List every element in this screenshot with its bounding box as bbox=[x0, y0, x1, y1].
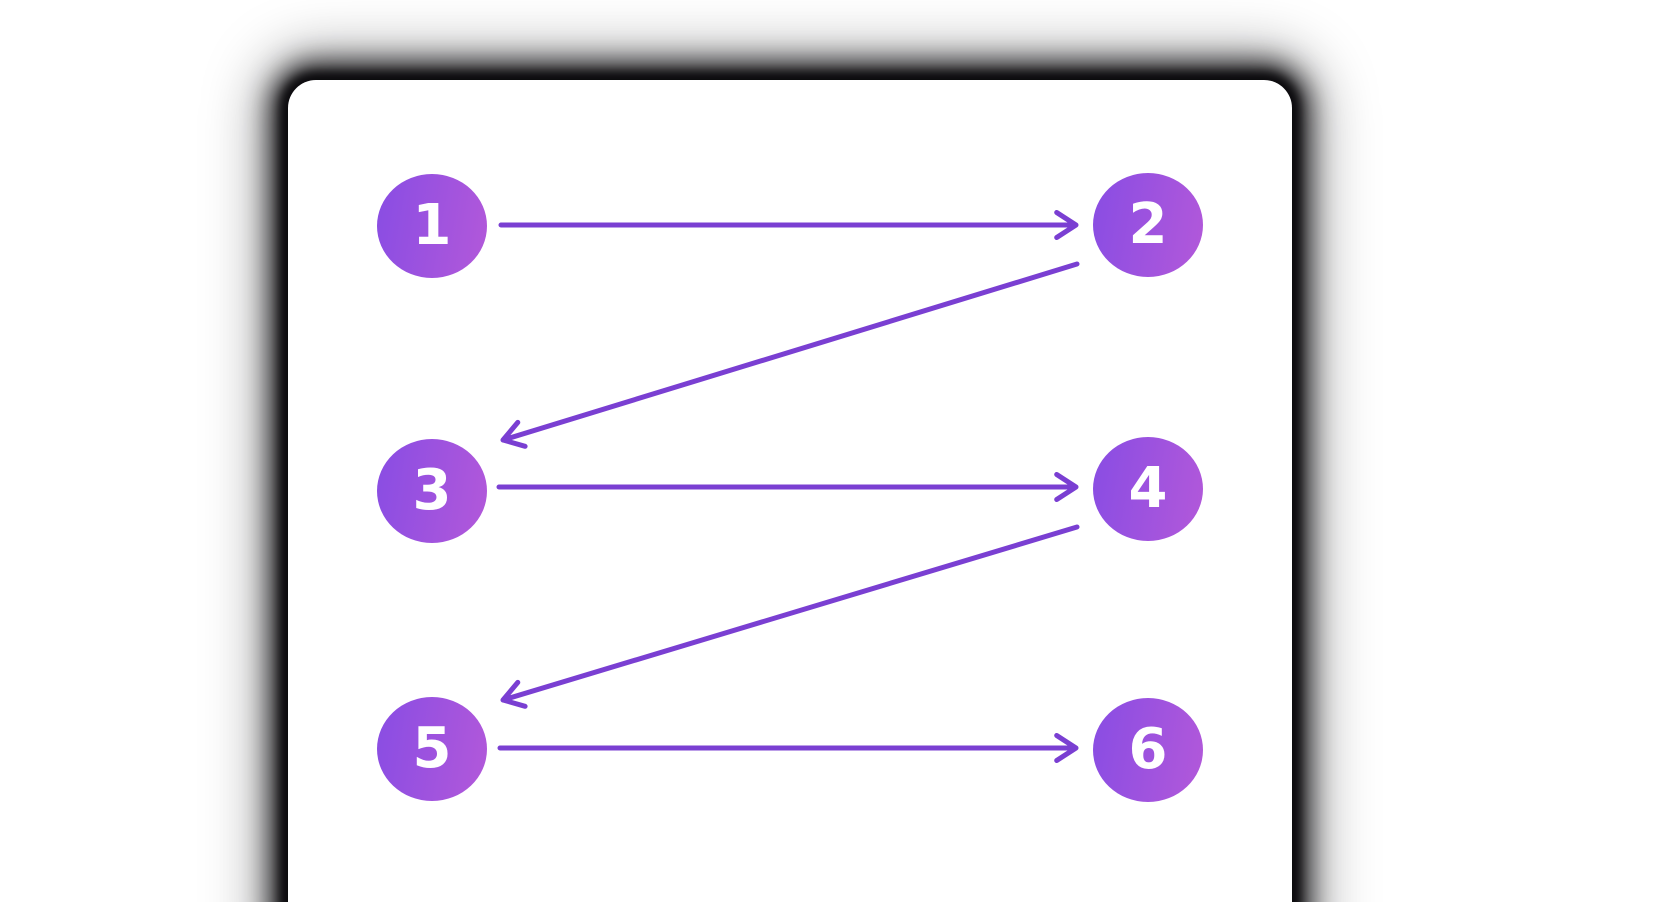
card: 1 2 3 4 5 6 bbox=[288, 80, 1292, 902]
edge-5-6-arrow bbox=[497, 733, 1079, 763]
edge-1-2-arrow bbox=[498, 210, 1079, 240]
node-6-label: 6 bbox=[1128, 717, 1168, 782]
node-3-label: 3 bbox=[412, 458, 452, 523]
node-3: 3 bbox=[377, 439, 487, 543]
edge-2-3-arrow bbox=[500, 261, 1080, 449]
edge-4-5-arrow bbox=[500, 524, 1080, 709]
node-4: 4 bbox=[1093, 437, 1203, 541]
edge-3-4-arrow bbox=[496, 472, 1079, 502]
node-1-label: 1 bbox=[412, 193, 452, 258]
node-1: 1 bbox=[377, 174, 487, 278]
edges-layer bbox=[496, 210, 1080, 763]
node-2-label: 2 bbox=[1128, 192, 1168, 257]
node-5: 5 bbox=[377, 697, 487, 801]
node-6: 6 bbox=[1093, 698, 1203, 802]
node-5-label: 5 bbox=[412, 716, 452, 781]
node-4-label: 4 bbox=[1128, 456, 1168, 521]
node-2: 2 bbox=[1093, 173, 1203, 277]
